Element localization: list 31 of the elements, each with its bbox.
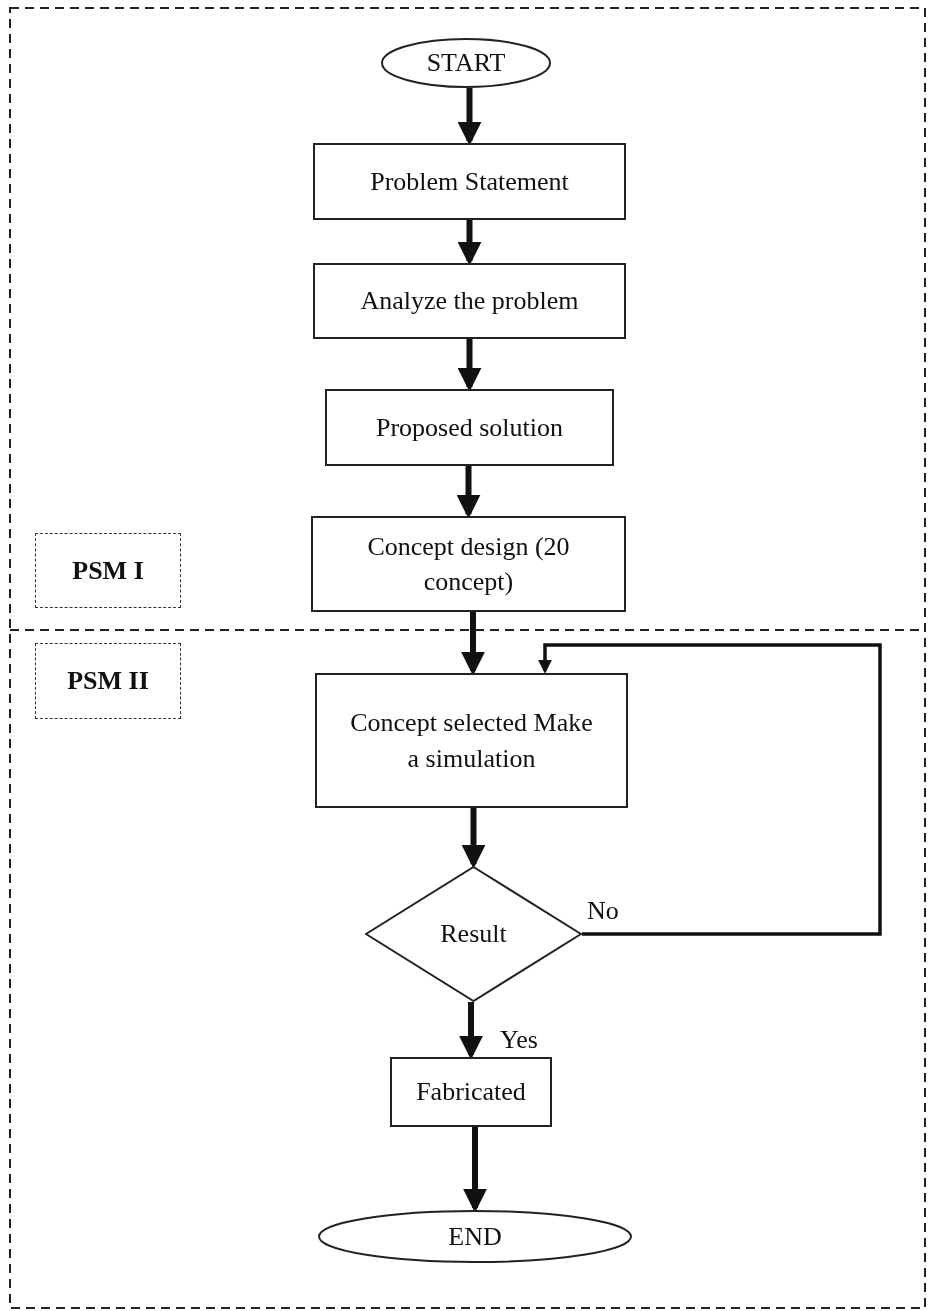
node-text: PSM II bbox=[67, 665, 149, 698]
arrow bbox=[538, 643, 882, 936]
node-text: Concept design (20 concept) bbox=[366, 530, 571, 598]
arrow bbox=[457, 339, 482, 392]
arrow bbox=[457, 220, 482, 266]
phase-label-box bbox=[35, 643, 181, 719]
arrow bbox=[459, 1002, 483, 1060]
process-box bbox=[313, 263, 626, 339]
process-box bbox=[311, 516, 626, 612]
node-text: END bbox=[448, 1220, 502, 1253]
node-text: START bbox=[426, 47, 506, 80]
arrow bbox=[461, 612, 485, 676]
terminal-ellipse bbox=[381, 38, 551, 88]
node-text: Proposed solution bbox=[375, 411, 564, 444]
arrow bbox=[461, 808, 486, 869]
arrow bbox=[457, 88, 482, 146]
process-box bbox=[315, 673, 628, 808]
node-text: Analyze the problem bbox=[360, 285, 579, 318]
process-box bbox=[313, 143, 626, 220]
arrow bbox=[456, 466, 481, 519]
node-text: Problem Statement bbox=[370, 165, 569, 198]
node-text: Fabricated bbox=[416, 1076, 526, 1109]
node-text: Concept selected Make a simulation bbox=[349, 707, 594, 775]
arrow bbox=[463, 1127, 487, 1213]
terminal-ellipse bbox=[318, 1210, 632, 1263]
process-box bbox=[390, 1057, 552, 1127]
node-text: Result bbox=[440, 918, 507, 951]
node-text: PSM I bbox=[72, 554, 144, 587]
process-box bbox=[325, 389, 614, 466]
phase-label-box bbox=[35, 533, 181, 608]
decision-diamond bbox=[365, 866, 582, 1002]
